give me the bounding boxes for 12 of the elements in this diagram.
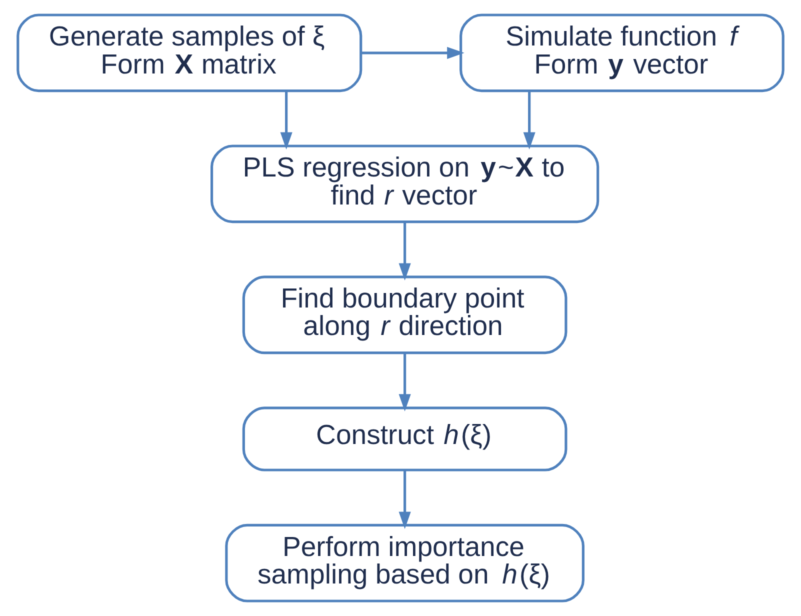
node-box: Generate samples of ξ Form X matrix [16, 14, 362, 92]
arrow [360, 46, 464, 59]
arrow [523, 92, 536, 150]
arrow [398, 222, 411, 280]
node-box: Construct h(ξ) [242, 406, 568, 472]
node-box: Perform importance sampling based on h(ξ) [225, 524, 584, 602]
node-box: PLS regression on y~X to find r vector [210, 144, 600, 224]
arrow [398, 470, 411, 530]
arrow [280, 92, 292, 150]
node-box: Find boundary point along r direction [242, 276, 568, 354]
node-box: Simulate function f Form y vector [460, 14, 784, 92]
arrow [398, 353, 411, 412]
